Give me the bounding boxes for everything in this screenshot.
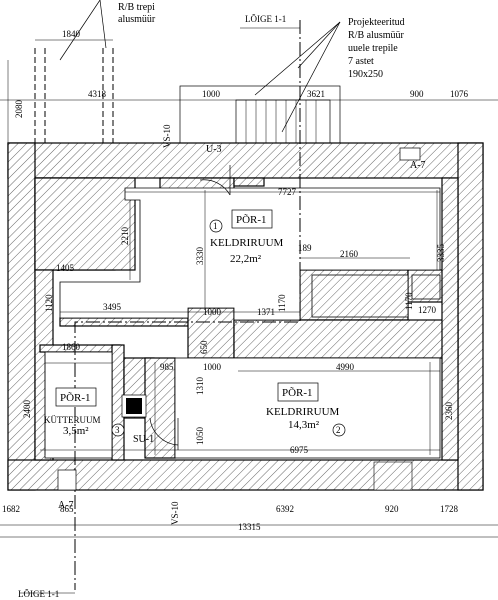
old-stair-walls	[34, 0, 114, 143]
mark-a7-right: A-7	[410, 160, 426, 171]
room1-name: KELDRIRUUM	[210, 237, 284, 249]
dim-2160: 2160	[340, 249, 359, 259]
dim-900: 900	[410, 89, 424, 99]
mark-vs10-bottom: VS-10	[170, 501, 180, 525]
dim-3495: 3495	[103, 302, 122, 312]
dim-bottom-6392: 6392	[276, 504, 294, 514]
dim-1050: 1050	[195, 427, 205, 446]
dimension-texts: 1840 4318 2080 1000 3621 900 1076 7727 2…	[2, 29, 469, 532]
dim-1371: 1371	[257, 307, 275, 317]
dim-985: 985	[160, 362, 174, 372]
dim-2360: 2360	[444, 402, 454, 421]
projected-line1: Projekteeritud	[348, 17, 405, 28]
projected-line2: R/B alusmüür	[348, 30, 405, 41]
room3-number: 3	[115, 425, 120, 435]
room2-code: PÕR-1	[282, 387, 313, 399]
projected-line4: 7 astet	[348, 56, 374, 67]
room2-number: 2	[336, 425, 341, 435]
dim-1310: 1310	[195, 377, 205, 396]
dim-1270: 1270	[418, 305, 437, 315]
dim-4990: 4990	[336, 362, 355, 372]
annotations: R/B trepi alusmüür Projekteeritud R/B al…	[18, 2, 405, 599]
element-marks: U-3 SU-1 VS-10 VS-10 A-7 A-7	[58, 124, 426, 525]
section-label-top: LÕIGE 1-1	[245, 14, 286, 24]
mark-u3: U-3	[206, 144, 222, 155]
room3-area: 3,5m²	[63, 425, 89, 437]
dim-bottom-13315: 13315	[238, 522, 261, 532]
dim-1120: 1120	[44, 294, 54, 312]
dim-2080: 2080	[14, 100, 24, 119]
mark-su1: SU-1	[133, 434, 154, 445]
dim-2210: 2210	[120, 227, 130, 246]
room2-area: 14,3m²	[288, 419, 320, 431]
dim-1840: 1840	[62, 29, 81, 39]
dim-1000-top: 1000	[202, 89, 221, 99]
mark-vs10-top: VS-10	[162, 124, 172, 148]
dim-bottom-865: 865	[60, 504, 74, 514]
dim-650: 650	[199, 340, 209, 354]
windows	[57, 147, 421, 491]
room3-code: PÕR-1	[60, 392, 91, 404]
dim-1076: 1076	[450, 89, 469, 99]
dim-189: 189	[298, 243, 312, 253]
dim-1170-b: 1170	[404, 292, 414, 310]
room1-area: 22,2m²	[230, 253, 262, 265]
dim-1000-low: 1000	[203, 362, 222, 372]
dim-4318: 4318	[88, 89, 107, 99]
room2-name: KELDRIRUUM	[266, 406, 340, 418]
rb-trepi-line1: R/B trepi	[118, 2, 155, 13]
section-line	[20, 20, 301, 594]
dim-lines	[0, 39, 498, 538]
room1-code: PÕR-1	[236, 214, 267, 226]
room-interiors	[44, 187, 441, 459]
room1-number: 1	[213, 221, 218, 231]
dim-1860: 1860	[62, 342, 81, 352]
projected-line3: uuele trepile	[348, 43, 398, 54]
dim-1000-mid: 1000	[203, 307, 222, 317]
dim-6975: 6975	[290, 445, 309, 455]
section-label-bottom: LÕIGE 1-1	[18, 589, 59, 599]
dim-bottom-920: 920	[385, 504, 399, 514]
dim-3330: 3330	[195, 247, 205, 266]
room-tags: PÕR-1 KELDRIRUUM 22,2m² 1 PÕR-1 KELDRIRU…	[44, 209, 346, 437]
rb-trepi-line2: alusmüür	[118, 14, 156, 25]
dim-2400: 2400	[22, 400, 32, 419]
projected-leaders	[254, 21, 341, 133]
dim-3335: 3335	[436, 244, 446, 263]
dim-1170-a: 1170	[277, 294, 287, 312]
doors	[149, 165, 231, 450]
dim-3621: 3621	[307, 89, 325, 99]
mark-a7-bottom: A-7	[58, 500, 74, 511]
room3-name: KÜTTERUUM	[44, 415, 101, 425]
projected-line5: 190x250	[348, 69, 383, 80]
dim-bottom-1728: 1728	[440, 504, 459, 514]
dim-bottom-1682: 1682	[2, 504, 20, 514]
dim-7727: 7727	[278, 187, 297, 197]
dim-1405: 1405	[56, 263, 75, 273]
